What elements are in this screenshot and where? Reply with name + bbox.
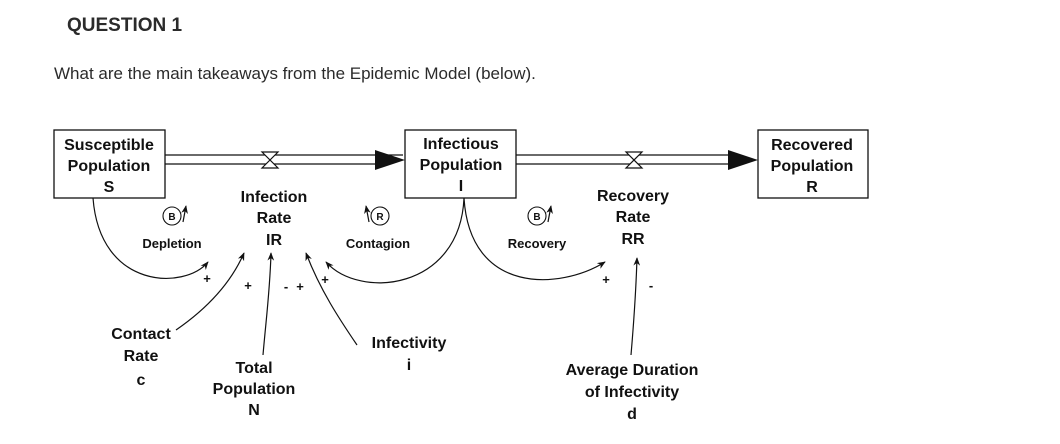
recovery-loop-name: Recovery <box>508 236 567 251</box>
infectivity-line2: i <box>407 357 411 374</box>
recovered-label-3: R <box>806 179 818 196</box>
link-i-to-ir <box>325 197 465 284</box>
contact-rate-line2: Rate <box>124 348 159 365</box>
polarity-i-to-rr: + <box>602 272 610 287</box>
depletion-loop-polarity: B <box>168 212 175 223</box>
infection-flow-arrowhead <box>375 150 405 170</box>
infectious-stock: Infectious Population I <box>404 129 517 199</box>
recovery-rate-label: Recovery Rate RR <box>597 188 669 248</box>
infectious-label-3: I <box>459 178 463 195</box>
infection-rate-line2: Rate <box>257 210 292 227</box>
question-title: QUESTION 1 <box>67 15 183 36</box>
recovery-loop-polarity: B <box>533 212 540 223</box>
recovered-stock: Recovered Population R <box>757 129 869 199</box>
total-population-line3: N <box>248 402 260 419</box>
recovery-rate-line1: Recovery <box>597 188 669 205</box>
recovery-valve-icon <box>624 151 644 169</box>
avg-duration-line3: d <box>627 406 637 423</box>
link-infectivity-to-ir <box>305 252 358 346</box>
polarity-infectivity-to-ir: + <box>296 279 304 294</box>
infection-rate-line1: Infection <box>241 189 308 206</box>
avg-duration-line1: Average Duration <box>566 362 699 379</box>
susceptible-label-1: Susceptible <box>64 137 154 154</box>
link-s-to-ir <box>92 197 209 279</box>
recovered-label-1: Recovered <box>771 137 853 154</box>
contagion-loop-name: Contagion <box>346 236 410 251</box>
infectious-label-2: Population <box>420 157 503 174</box>
recovery-flow-arrowhead <box>728 150 758 170</box>
recovery-loop-icon <box>527 206 547 226</box>
link-n-to-ir <box>262 252 275 356</box>
infection-rate-label: Infection Rate IR <box>241 189 308 249</box>
link-d-to-rr <box>630 257 641 356</box>
polarity-n-to-ir: - <box>284 279 288 294</box>
avg-duration-variable: Average Duration of Infectivity d <box>566 362 699 423</box>
susceptible-label-3: S <box>104 179 115 196</box>
link-c-to-ir <box>175 252 245 331</box>
infectivity-line1: Infectivity <box>372 335 447 352</box>
depletion-loop-icon <box>162 206 182 226</box>
depletion-loop-marker: B Depletion <box>142 205 202 251</box>
infection-flow-pipe <box>165 150 405 170</box>
recovery-rate-line3: RR <box>621 231 645 248</box>
polarity-s-to-ir: + <box>203 271 211 286</box>
polarity-d-to-rr: - <box>649 278 653 293</box>
recovery-rate-line2: Rate <box>616 209 651 226</box>
infection-valve-icon <box>260 151 280 169</box>
contact-rate-line3: c <box>137 372 146 389</box>
polarity-c-to-ir: + <box>244 278 252 293</box>
avg-duration-line2: of Infectivity <box>585 384 679 401</box>
question-text: What are the main takeaways from the Epi… <box>54 64 536 83</box>
infection-rate-line3: IR <box>266 232 282 249</box>
polarity-i-to-ir: + <box>321 272 329 287</box>
total-population-variable: Total Population N <box>213 360 296 419</box>
contact-rate-line1: Contact <box>111 326 171 343</box>
recovered-label-2: Population <box>771 158 854 175</box>
contagion-loop-icon <box>370 206 390 226</box>
infectious-label-1: Infectious <box>423 136 499 153</box>
total-population-line2: Population <box>213 381 296 398</box>
infectivity-variable: Infectivity i <box>372 335 447 374</box>
susceptible-label-2: Population <box>68 158 151 175</box>
depletion-loop-name: Depletion <box>142 236 201 251</box>
total-population-line1: Total <box>235 360 272 377</box>
recovery-flow-pipe <box>516 150 758 170</box>
susceptible-stock: Susceptible Population S <box>53 129 166 199</box>
contagion-loop-polarity: R <box>376 212 384 223</box>
contagion-loop-marker: R Contagion <box>346 205 410 251</box>
contact-rate-variable: Contact Rate c <box>111 326 171 389</box>
link-i-to-rr <box>463 197 606 281</box>
recovery-loop-marker: B Recovery <box>508 205 567 251</box>
